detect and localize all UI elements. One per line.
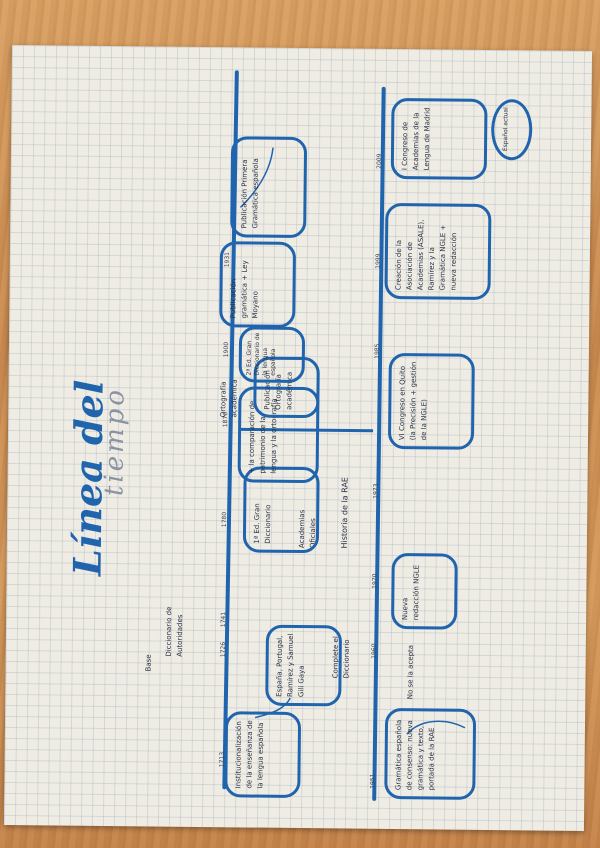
event-text: Nueva redacción NGLE	[401, 564, 421, 621]
timeline-date: 1780	[221, 511, 229, 528]
event-note-text: Español actual	[502, 107, 510, 152]
timeline-date: 1985	[373, 343, 381, 359]
event-box: VI Congreso en Quito (la Precisión + ges…	[387, 352, 475, 450]
event-box: Publicación gramática + Ley Moyano	[219, 241, 297, 328]
timeline-label: Base	[144, 654, 153, 672]
timeline-connector	[240, 427, 374, 433]
timeline-date: 2009	[375, 153, 383, 169]
arrow-connector	[406, 720, 466, 735]
event-box: I Congreso de Academias de la Lengua de …	[390, 97, 488, 180]
grid-paper-sheet: Línea del tiempo Base Diccionario de Aut…	[3, 44, 593, 832]
arrow-connector	[254, 697, 291, 719]
event-box: España, Portugal, Ramírez y Samuel Gili …	[265, 624, 343, 707]
event-text: 2ª Ed. Gran Diccionario de la lengua esp…	[245, 332, 277, 376]
timeline-date: 1970	[371, 573, 379, 589]
timeline-date: 1741	[220, 611, 228, 628]
timeline-date: 1951	[369, 773, 377, 789]
event-box: 2ª Ed. Gran Diccionario de la lengua esp…	[238, 326, 306, 384]
event-note: No se la acepta	[406, 644, 415, 700]
timeline-date: 1973	[372, 483, 380, 499]
timeline-lines	[222, 70, 466, 801]
timeline-date: 1999	[374, 253, 382, 269]
arrow-connector	[239, 147, 274, 208]
timeline-date: 1900	[222, 341, 231, 358]
event-text: Institucionalización de la enseñanza de …	[234, 720, 266, 789]
event-text: 1ª Ed. Gran Diccionario	[252, 503, 273, 544]
event-text: Creación de la Asociación de Academias (…	[394, 219, 459, 291]
event-box: Institucionalización de la enseñanza de …	[224, 711, 302, 799]
event-box: Nueva redacción NGLE	[391, 552, 458, 630]
timeline-label: Historia de la RAE	[339, 477, 350, 549]
event-text: I Congreso de Academias de la Lengua de …	[400, 107, 432, 171]
event-box: Publicación Primera Gramática española	[230, 136, 308, 239]
timeline-sheet: Línea del tiempo Base Diccionario de Aut…	[4, 45, 592, 831]
event-text: Publicación gramática + Ley Moyano	[229, 260, 260, 319]
event-text: Gramática española de consenso: nueva gr…	[394, 719, 436, 791]
event-text: España, Portugal, Ramírez y Samuel Gili …	[275, 633, 306, 698]
event-box: Gramática española de consenso: nueva gr…	[384, 707, 477, 800]
timeline-date: 1960	[370, 643, 378, 659]
event-box: Creación de la Asociación de Academias (…	[384, 202, 492, 301]
timeline-date: 1870	[222, 411, 230, 428]
event-text: VI Congreso en Quito (la Precisión + ges…	[397, 361, 429, 441]
timeline-date: 1726	[219, 641, 227, 658]
bottom-timeline	[372, 86, 386, 801]
top-timeline	[222, 70, 239, 790]
timeline-label: Diccionario de Autoridades	[164, 606, 185, 657]
event-text: Publicación Primera Gramática española	[240, 158, 260, 229]
